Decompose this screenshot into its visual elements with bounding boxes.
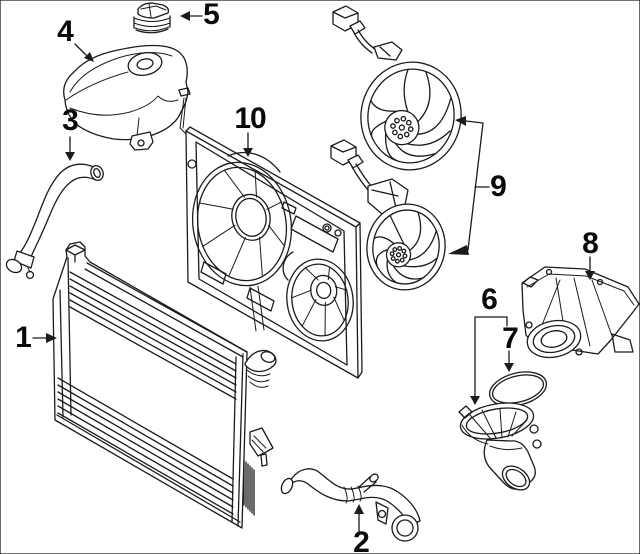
callout-arrow-4 <box>74 43 94 62</box>
callout-arrow-3 <box>65 136 75 161</box>
callout-arrow-8 <box>585 256 595 280</box>
radiator-outlet-fitting <box>244 349 277 388</box>
callout-label-10: 10 <box>234 102 266 135</box>
expansion-tank-cap <box>133 2 171 34</box>
callout-line-9 <box>448 116 490 255</box>
callout-label-3: 3 <box>62 104 79 137</box>
expansion-tank <box>63 44 191 151</box>
callout-arrow-2 <box>354 504 364 536</box>
callout-label-7: 7 <box>502 322 519 355</box>
callout-label-9: 9 <box>490 170 507 203</box>
o-ring-seal <box>488 371 548 407</box>
callout-lines <box>32 11 595 536</box>
fan-shroud <box>185 126 363 379</box>
callout-label-6: 6 <box>481 283 498 316</box>
radiator-lower-bracket <box>249 427 274 467</box>
callout-bracket-6 <box>470 316 508 405</box>
callout-label-1: 1 <box>15 321 32 354</box>
callout-label-4: 4 <box>57 15 74 48</box>
callout-arrow-7 <box>504 350 514 372</box>
callout-arrow-5 <box>180 11 203 21</box>
callout-arrow-10 <box>243 132 253 157</box>
cooling-fan-upper <box>332 5 462 171</box>
callout-label-5: 5 <box>203 0 220 31</box>
water-pump <box>521 266 640 359</box>
callout-label-8: 8 <box>582 227 599 260</box>
cooling-fan-lower <box>330 139 446 291</box>
callout-label-2: 2 <box>353 526 370 554</box>
thermostat-housing <box>458 402 542 491</box>
radiator <box>52 241 277 529</box>
callout-arrow-1 <box>32 333 57 343</box>
lower-radiator-hose <box>280 468 421 542</box>
upper-radiator-hose <box>5 163 104 280</box>
